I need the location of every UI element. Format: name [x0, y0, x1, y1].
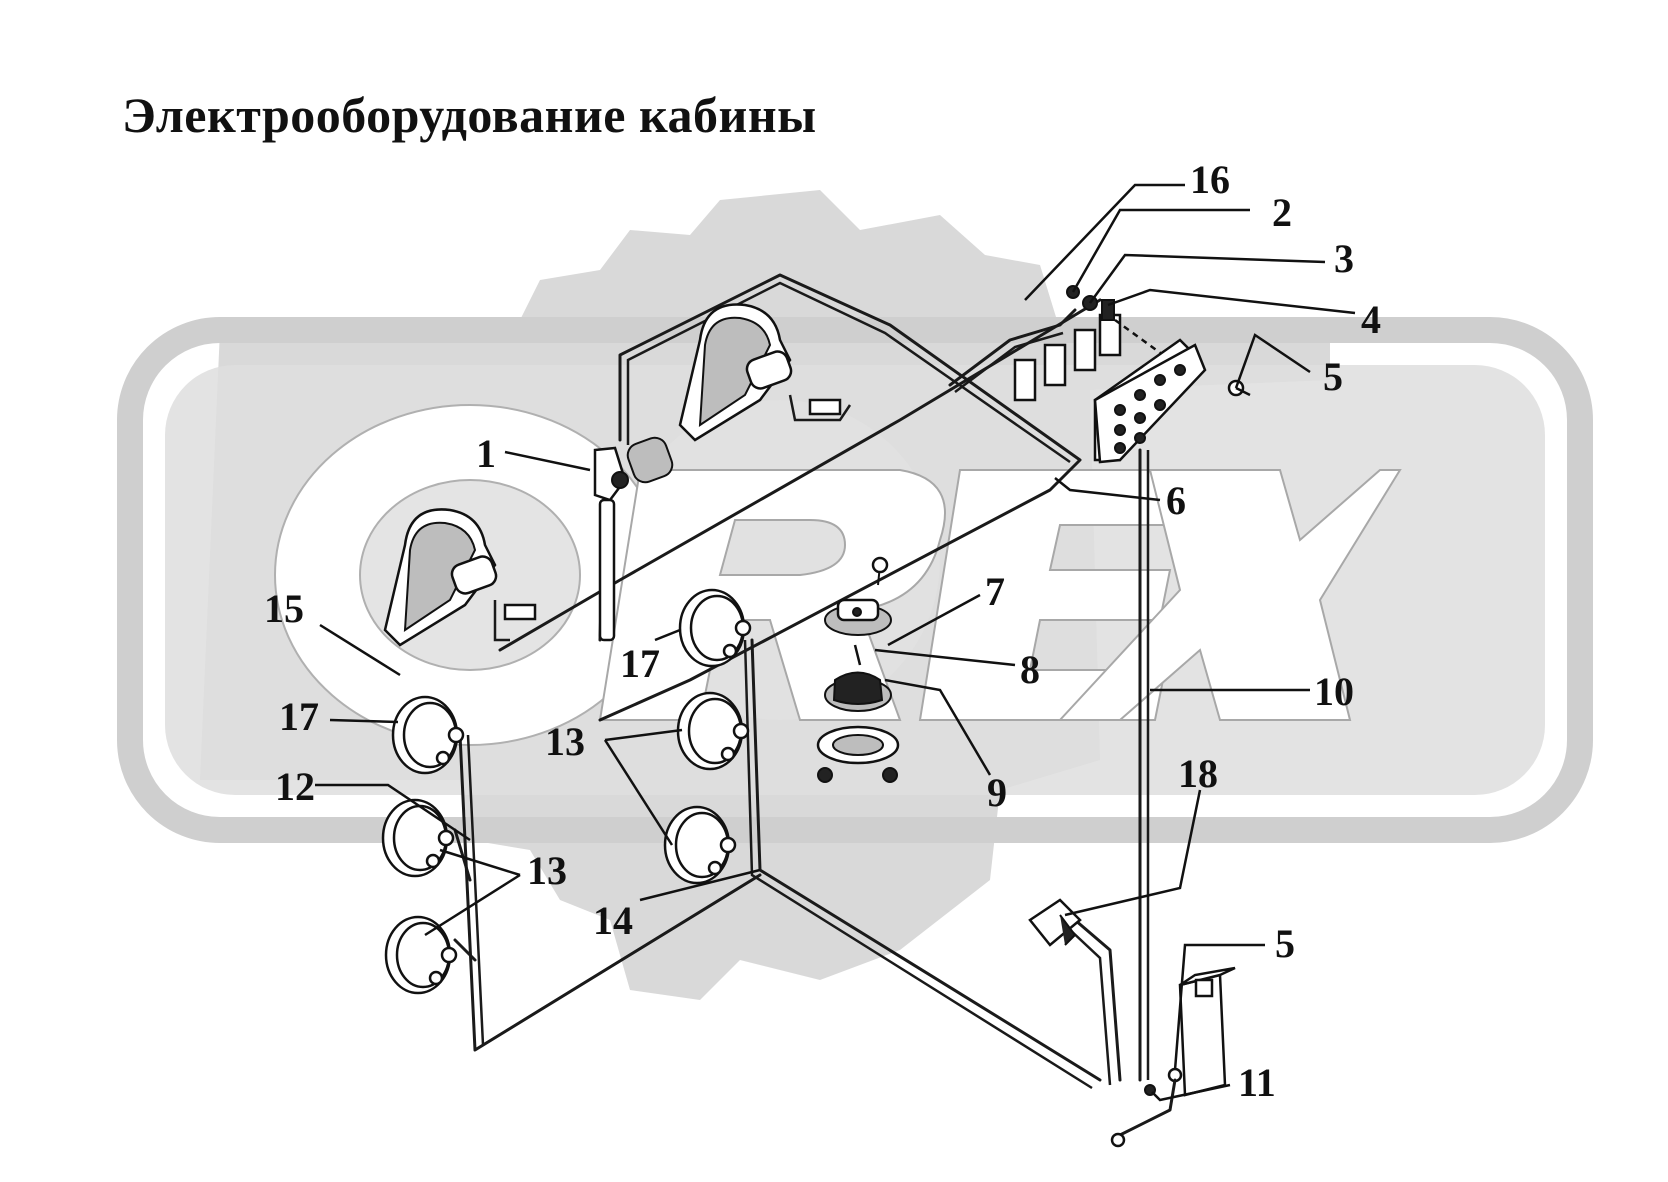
leader-lines — [315, 183, 1356, 1102]
callout-6: 6 — [1166, 478, 1186, 523]
callout-18: 18 — [1178, 751, 1218, 796]
callout-9: 9 — [987, 770, 1007, 815]
callout-15: 15 — [264, 586, 304, 631]
callout-17-left: 17 — [279, 694, 319, 739]
callout-17-middle: 17 — [620, 641, 660, 686]
horn-assembly — [816, 556, 900, 783]
callout-4: 4 — [1361, 297, 1381, 342]
wiper-motor-upper — [678, 303, 852, 442]
panel-plate — [1093, 338, 1251, 464]
callout-2: 2 — [1272, 190, 1292, 235]
callout-5-upper: 5 — [1323, 354, 1343, 399]
callout-labels: 1 2 3 4 5 6 7 8 9 10 11 12 13 13 14 15 1… — [264, 157, 1381, 1105]
switch-18 — [1028, 898, 1082, 947]
callout-13-left: 13 — [527, 848, 567, 893]
callout-7: 7 — [985, 569, 1005, 614]
relay-11 — [1110, 966, 1236, 1148]
callout-12: 12 — [275, 764, 315, 809]
callout-5-lower: 5 — [1275, 921, 1295, 966]
wire-harness — [453, 273, 1150, 1090]
callout-13-middle: 13 — [545, 719, 585, 764]
page-title: Электрооборудование кабины — [122, 87, 817, 143]
column-switch — [593, 436, 674, 642]
callout-10: 10 — [1314, 669, 1354, 714]
lamps-left — [381, 695, 465, 995]
callout-11: 11 — [1238, 1060, 1276, 1105]
callout-16: 16 — [1190, 157, 1230, 202]
callout-8: 8 — [1020, 647, 1040, 692]
callout-1: 1 — [476, 431, 496, 476]
lamps-middle — [663, 588, 752, 885]
callout-14: 14 — [593, 898, 633, 943]
callout-3: 3 — [1334, 236, 1354, 281]
wiper-motor-left — [383, 508, 537, 647]
